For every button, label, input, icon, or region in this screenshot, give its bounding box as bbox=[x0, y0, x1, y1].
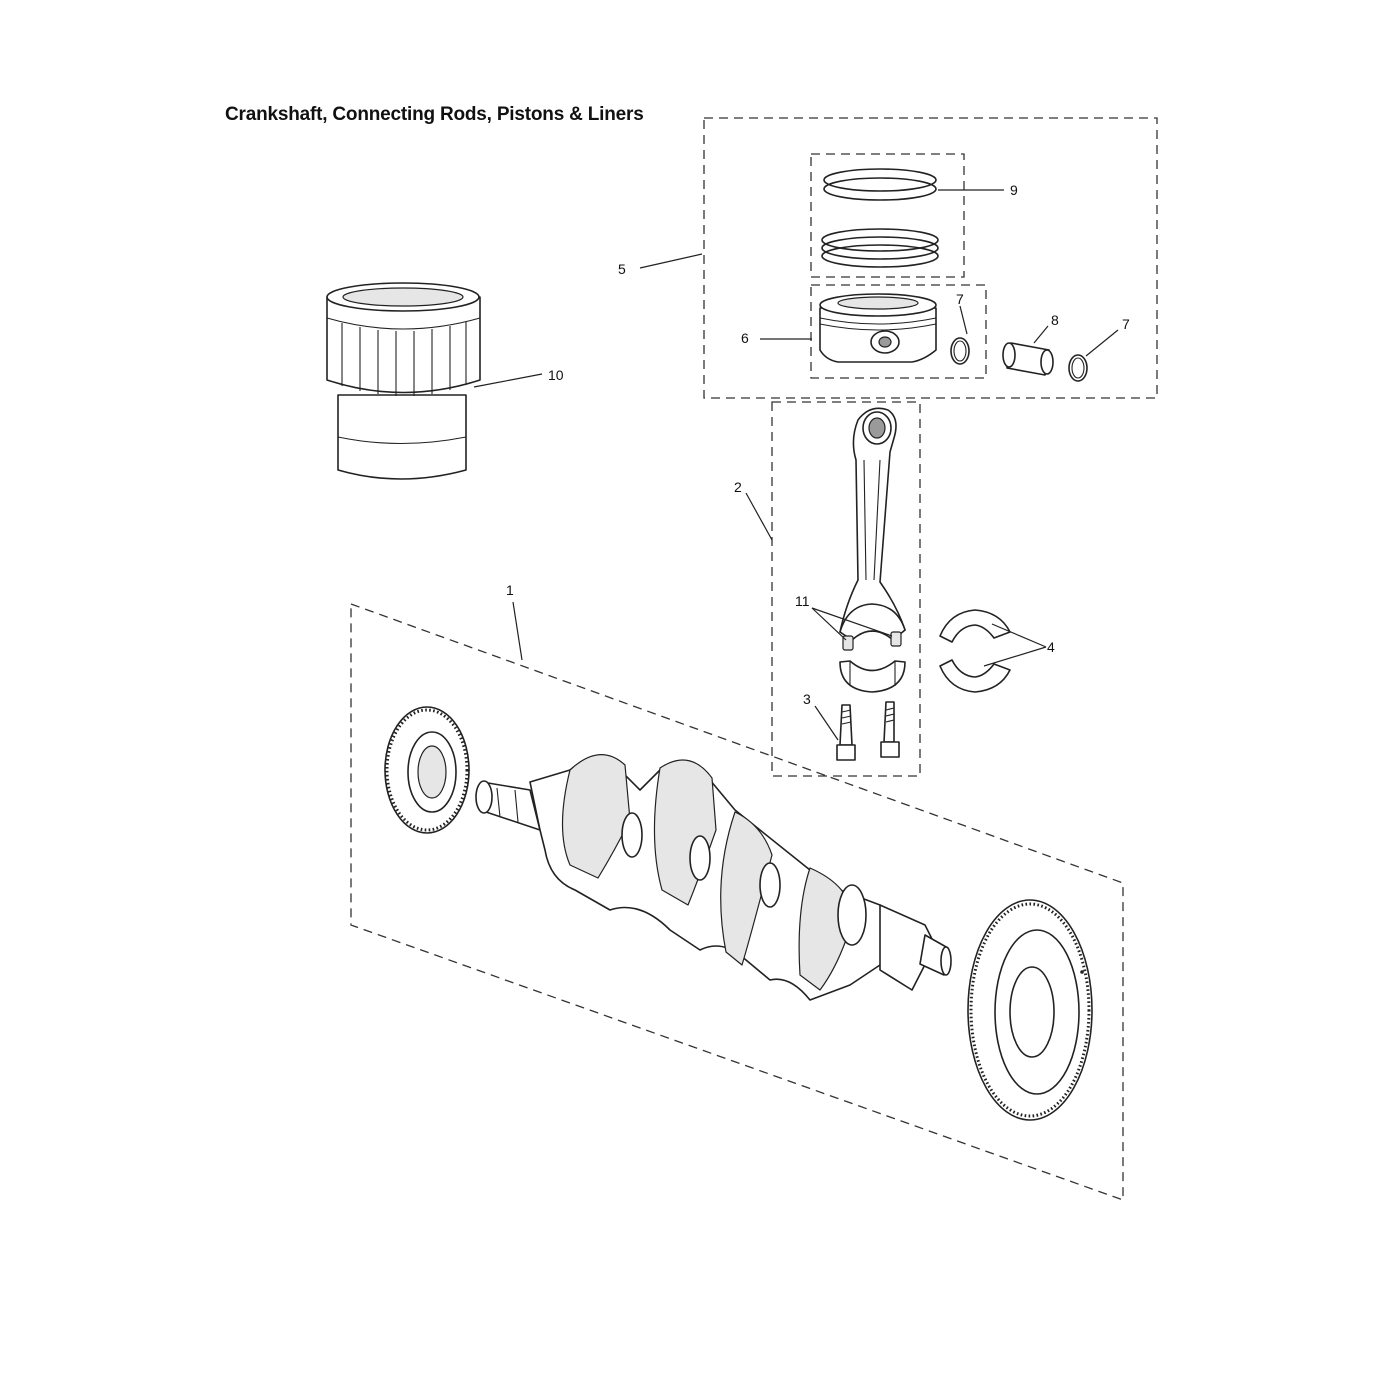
piston-assembly-group-box bbox=[703, 117, 1158, 399]
callout-6: 6 bbox=[741, 330, 749, 346]
piston bbox=[760, 293, 937, 363]
callout-5: 5 bbox=[618, 261, 626, 277]
callout-7-outer: 7 bbox=[1122, 316, 1130, 332]
callout-3: 3 bbox=[803, 691, 811, 707]
piston-pin-clip bbox=[950, 305, 970, 365]
cylinder-liner bbox=[326, 282, 543, 480]
piston-pin-clip-outer bbox=[1068, 329, 1119, 382]
piston-pin bbox=[1002, 325, 1054, 376]
callout-10: 10 bbox=[548, 367, 564, 383]
dowel-callout-leaders bbox=[811, 607, 893, 641]
callout-1-leader bbox=[512, 601, 523, 661]
diagram-title: Crankshaft, Connecting Rods, Pistons & L… bbox=[225, 104, 644, 125]
callout-11: 11 bbox=[795, 593, 810, 609]
callout-8: 8 bbox=[1051, 312, 1059, 328]
piston-rings-group-box bbox=[810, 153, 965, 278]
bearing-shells bbox=[939, 609, 1047, 693]
piston-subgroup-box bbox=[810, 284, 987, 379]
callout-1: 1 bbox=[506, 582, 514, 598]
callout-4: 4 bbox=[1047, 639, 1055, 655]
callout-2: 2 bbox=[734, 479, 742, 495]
callout-7-inner: 7 bbox=[956, 291, 964, 307]
connecting-rod bbox=[745, 407, 906, 693]
callout-9: 9 bbox=[1010, 182, 1018, 198]
connecting-rod-group-box bbox=[771, 401, 921, 777]
crankshaft bbox=[384, 706, 1093, 1121]
crankshaft-group-box bbox=[350, 603, 1124, 1201]
connecting-rod-bolts bbox=[814, 701, 900, 761]
callout-5-leader bbox=[639, 253, 703, 269]
piston-rings bbox=[821, 168, 1004, 268]
